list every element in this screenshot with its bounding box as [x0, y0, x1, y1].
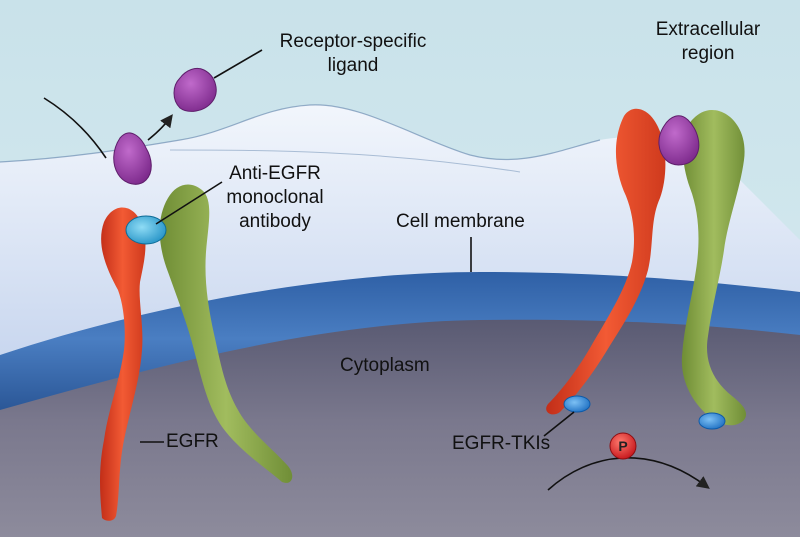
- tki-green-icon: [698, 412, 726, 430]
- right-egfr-green-monomer: [681, 110, 747, 426]
- ligand-bound-icon: [113, 132, 152, 185]
- antibody-label: Anti-EGFR monoclonal antibody: [210, 162, 340, 234]
- extracellular-label: Extracellular region: [638, 18, 778, 66]
- left-egfr-red-monomer: [100, 207, 146, 521]
- ligand-release-arrow: [147, 114, 173, 141]
- antibody-label-line-2: monoclonal: [226, 187, 324, 208]
- ligand-dimer-icon: [658, 115, 700, 166]
- tki-red-icon: [563, 395, 591, 413]
- membrane-label: Cell membrane: [396, 211, 525, 232]
- ligand-approach-line: [43, 97, 107, 159]
- extracellular-label-line-1: Extracellular: [655, 19, 761, 40]
- egfr-label: EGFR: [166, 431, 219, 452]
- ligand-label-line-1: Receptor-specific: [279, 31, 427, 52]
- ligand-pointer-line: [213, 49, 263, 79]
- ligand-label-line-2: ligand: [327, 55, 379, 76]
- ligand-label: Receptor-specific ligand: [258, 30, 448, 78]
- tki-pointer-line: [543, 411, 575, 437]
- antibody-label-line-1: Anti-EGFR: [229, 163, 321, 184]
- ligand-free-icon: [173, 67, 217, 112]
- membrane-fold-line: [169, 149, 521, 173]
- phosphate-icon: [609, 432, 637, 460]
- antibody-label-line-3: antibody: [239, 211, 311, 232]
- left-egfr-green-monomer: [159, 184, 293, 483]
- extracellular-label-line-2: region: [681, 43, 735, 64]
- phosphate-label: P: [618, 438, 627, 454]
- anti-egfr-antibody-icon: [125, 215, 167, 245]
- tki-label: EGFR-TKIs: [452, 433, 551, 454]
- cytoplasm-label: Cytoplasm: [340, 355, 430, 376]
- antibody-pointer-line: [155, 181, 223, 225]
- right-egfr-red-monomer: [546, 108, 666, 415]
